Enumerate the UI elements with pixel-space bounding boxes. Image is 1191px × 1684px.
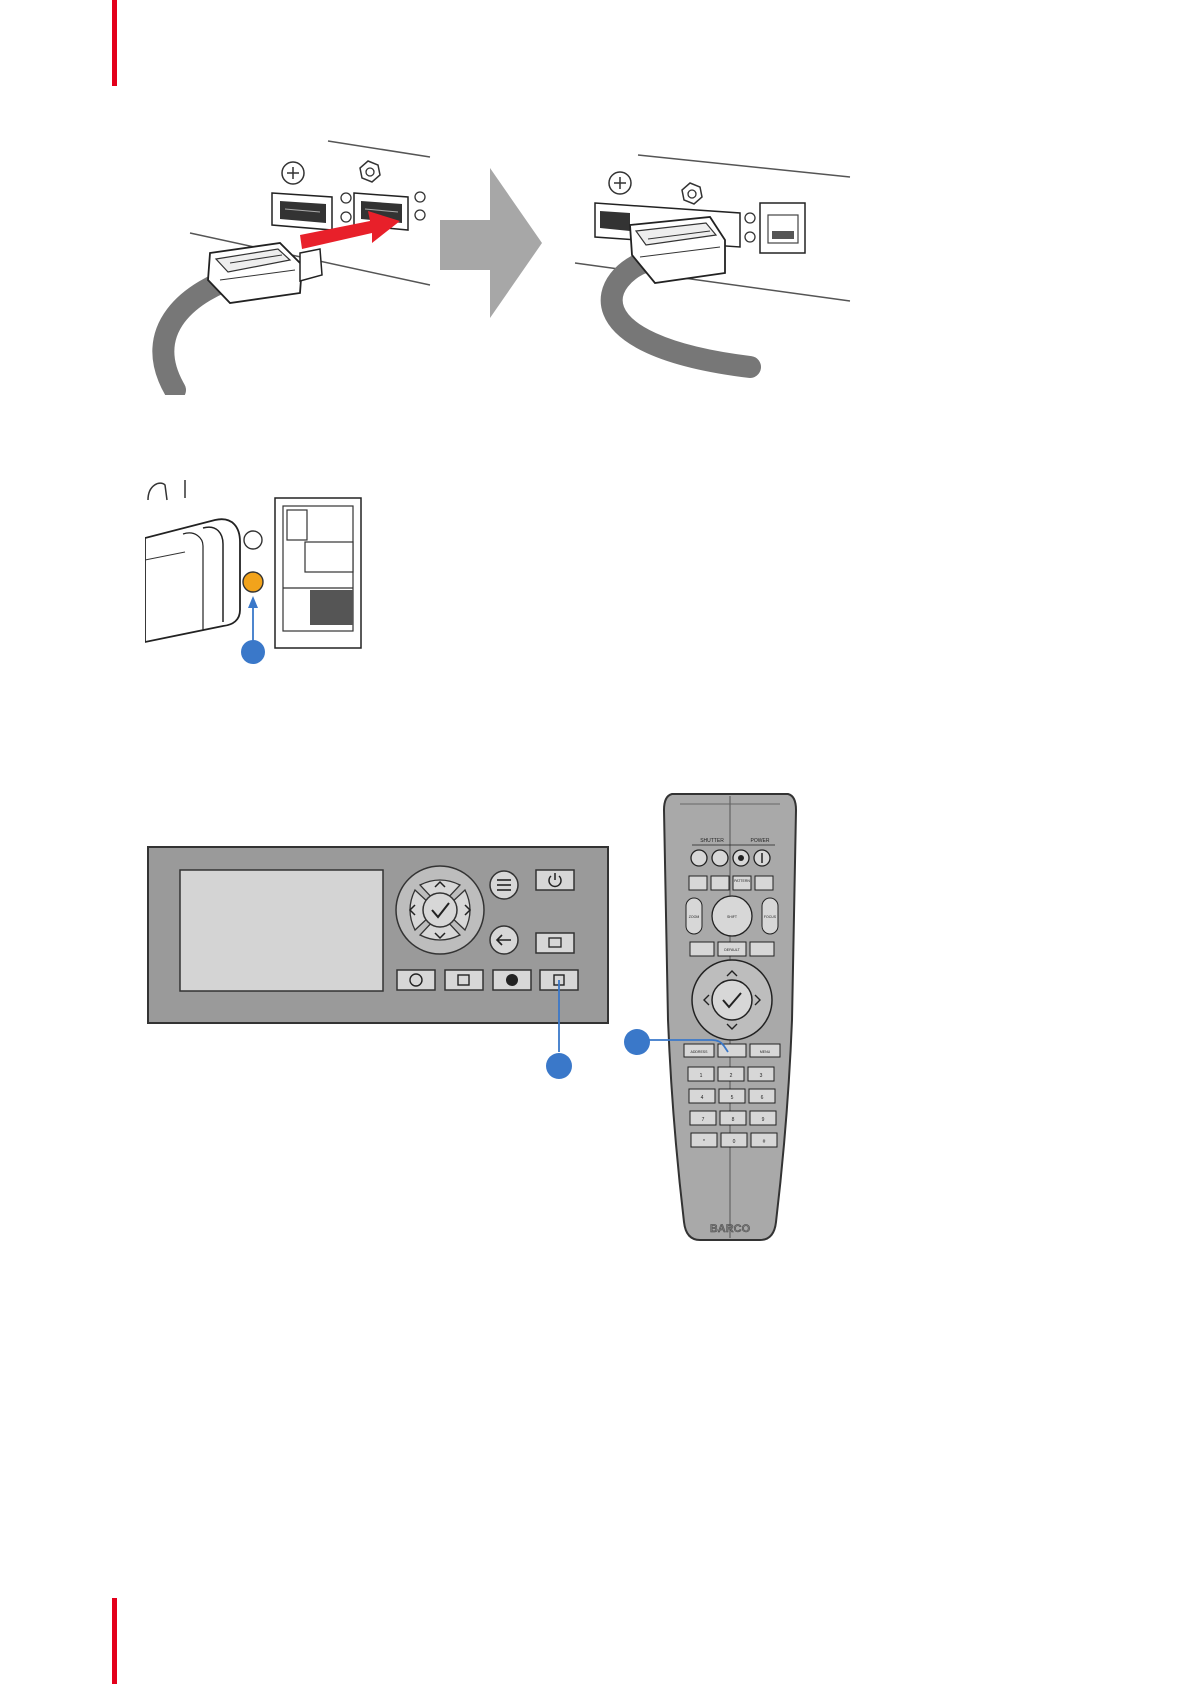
address-label: ADDRESS <box>691 1050 709 1054</box>
connector-panel-before <box>163 141 430 390</box>
key-5[interactable]: 5 <box>731 1095 734 1101</box>
nut-icon <box>360 161 380 182</box>
remote-input-button[interactable] <box>718 1044 746 1057</box>
pattern-button[interactable] <box>445 970 483 990</box>
lens-button[interactable] <box>397 970 435 990</box>
default-label: DEFAULT <box>724 948 740 952</box>
key-7[interactable]: 7 <box>702 1117 705 1123</box>
key-3[interactable]: 3 <box>760 1073 763 1079</box>
led-detail-figure <box>145 480 370 670</box>
network-port <box>760 203 805 253</box>
brand-logo: BARCO <box>710 1223 751 1235</box>
shift-label: SHIFT <box>727 915 738 919</box>
cable-plug <box>208 243 322 303</box>
key-star[interactable]: * <box>703 1139 705 1145</box>
pattern-label: PATTERN <box>734 879 750 883</box>
ok-button[interactable] <box>423 893 457 927</box>
back-button[interactable] <box>490 926 518 954</box>
page-accent-bar-bottom <box>112 1598 117 1684</box>
callout-marker <box>546 1053 572 1079</box>
screw-icon <box>282 162 304 184</box>
shutter-open-button[interactable] <box>712 850 728 866</box>
remote-control-figure: SHUTTER POWER PATTERN ZOOM FOCUS SHIFT D… <box>620 790 810 1250</box>
shutter-label: SHUTTER <box>700 838 724 844</box>
key-2[interactable]: 2 <box>730 1073 733 1079</box>
led-status-indicator <box>243 572 263 592</box>
network-port <box>275 498 361 648</box>
power-label: POWER <box>751 838 770 844</box>
connect-cable-figure <box>150 135 860 395</box>
remote-navigation-pad[interactable] <box>692 960 772 1040</box>
shutter-close-button[interactable] <box>691 850 707 866</box>
page-accent-bar-top <box>112 0 117 86</box>
callout-marker <box>241 640 265 664</box>
zoom-label: ZOOM <box>689 915 700 919</box>
osd-button[interactable] <box>536 933 574 953</box>
shutter-icon <box>506 974 518 986</box>
key-6[interactable]: 6 <box>761 1095 764 1101</box>
nut-icon <box>682 183 702 204</box>
remote-ok-button[interactable] <box>712 980 752 1020</box>
callout-marker <box>624 1029 650 1055</box>
local-keypad-figure <box>140 840 615 1080</box>
address-row[interactable]: ADDRESS MENU <box>684 1044 780 1057</box>
arrow-right-icon <box>440 168 542 318</box>
lens-control-area[interactable]: ZOOM FOCUS SHIFT <box>686 896 778 936</box>
key-8[interactable]: 8 <box>732 1117 735 1123</box>
connector-panel-after <box>575 155 850 367</box>
key-4[interactable]: 4 <box>701 1095 704 1101</box>
menu-label: MENU <box>760 1050 771 1054</box>
focus-label: FOCUS <box>764 915 777 919</box>
lcd-display <box>180 870 383 991</box>
key-9[interactable]: 9 <box>762 1117 765 1123</box>
power-button[interactable] <box>536 870 574 890</box>
key-1[interactable]: 1 <box>700 1073 703 1079</box>
menu-button[interactable] <box>490 871 518 899</box>
key-0[interactable]: 0 <box>733 1139 736 1145</box>
port-1 <box>272 193 332 230</box>
key-hash[interactable]: # <box>763 1139 766 1145</box>
shutter-button[interactable] <box>493 970 531 990</box>
cable-plug <box>145 519 240 642</box>
navigation-pad[interactable] <box>396 866 484 954</box>
screw-icon <box>609 172 631 194</box>
led-top <box>244 531 262 549</box>
default-row[interactable]: DEFAULT <box>690 942 774 956</box>
